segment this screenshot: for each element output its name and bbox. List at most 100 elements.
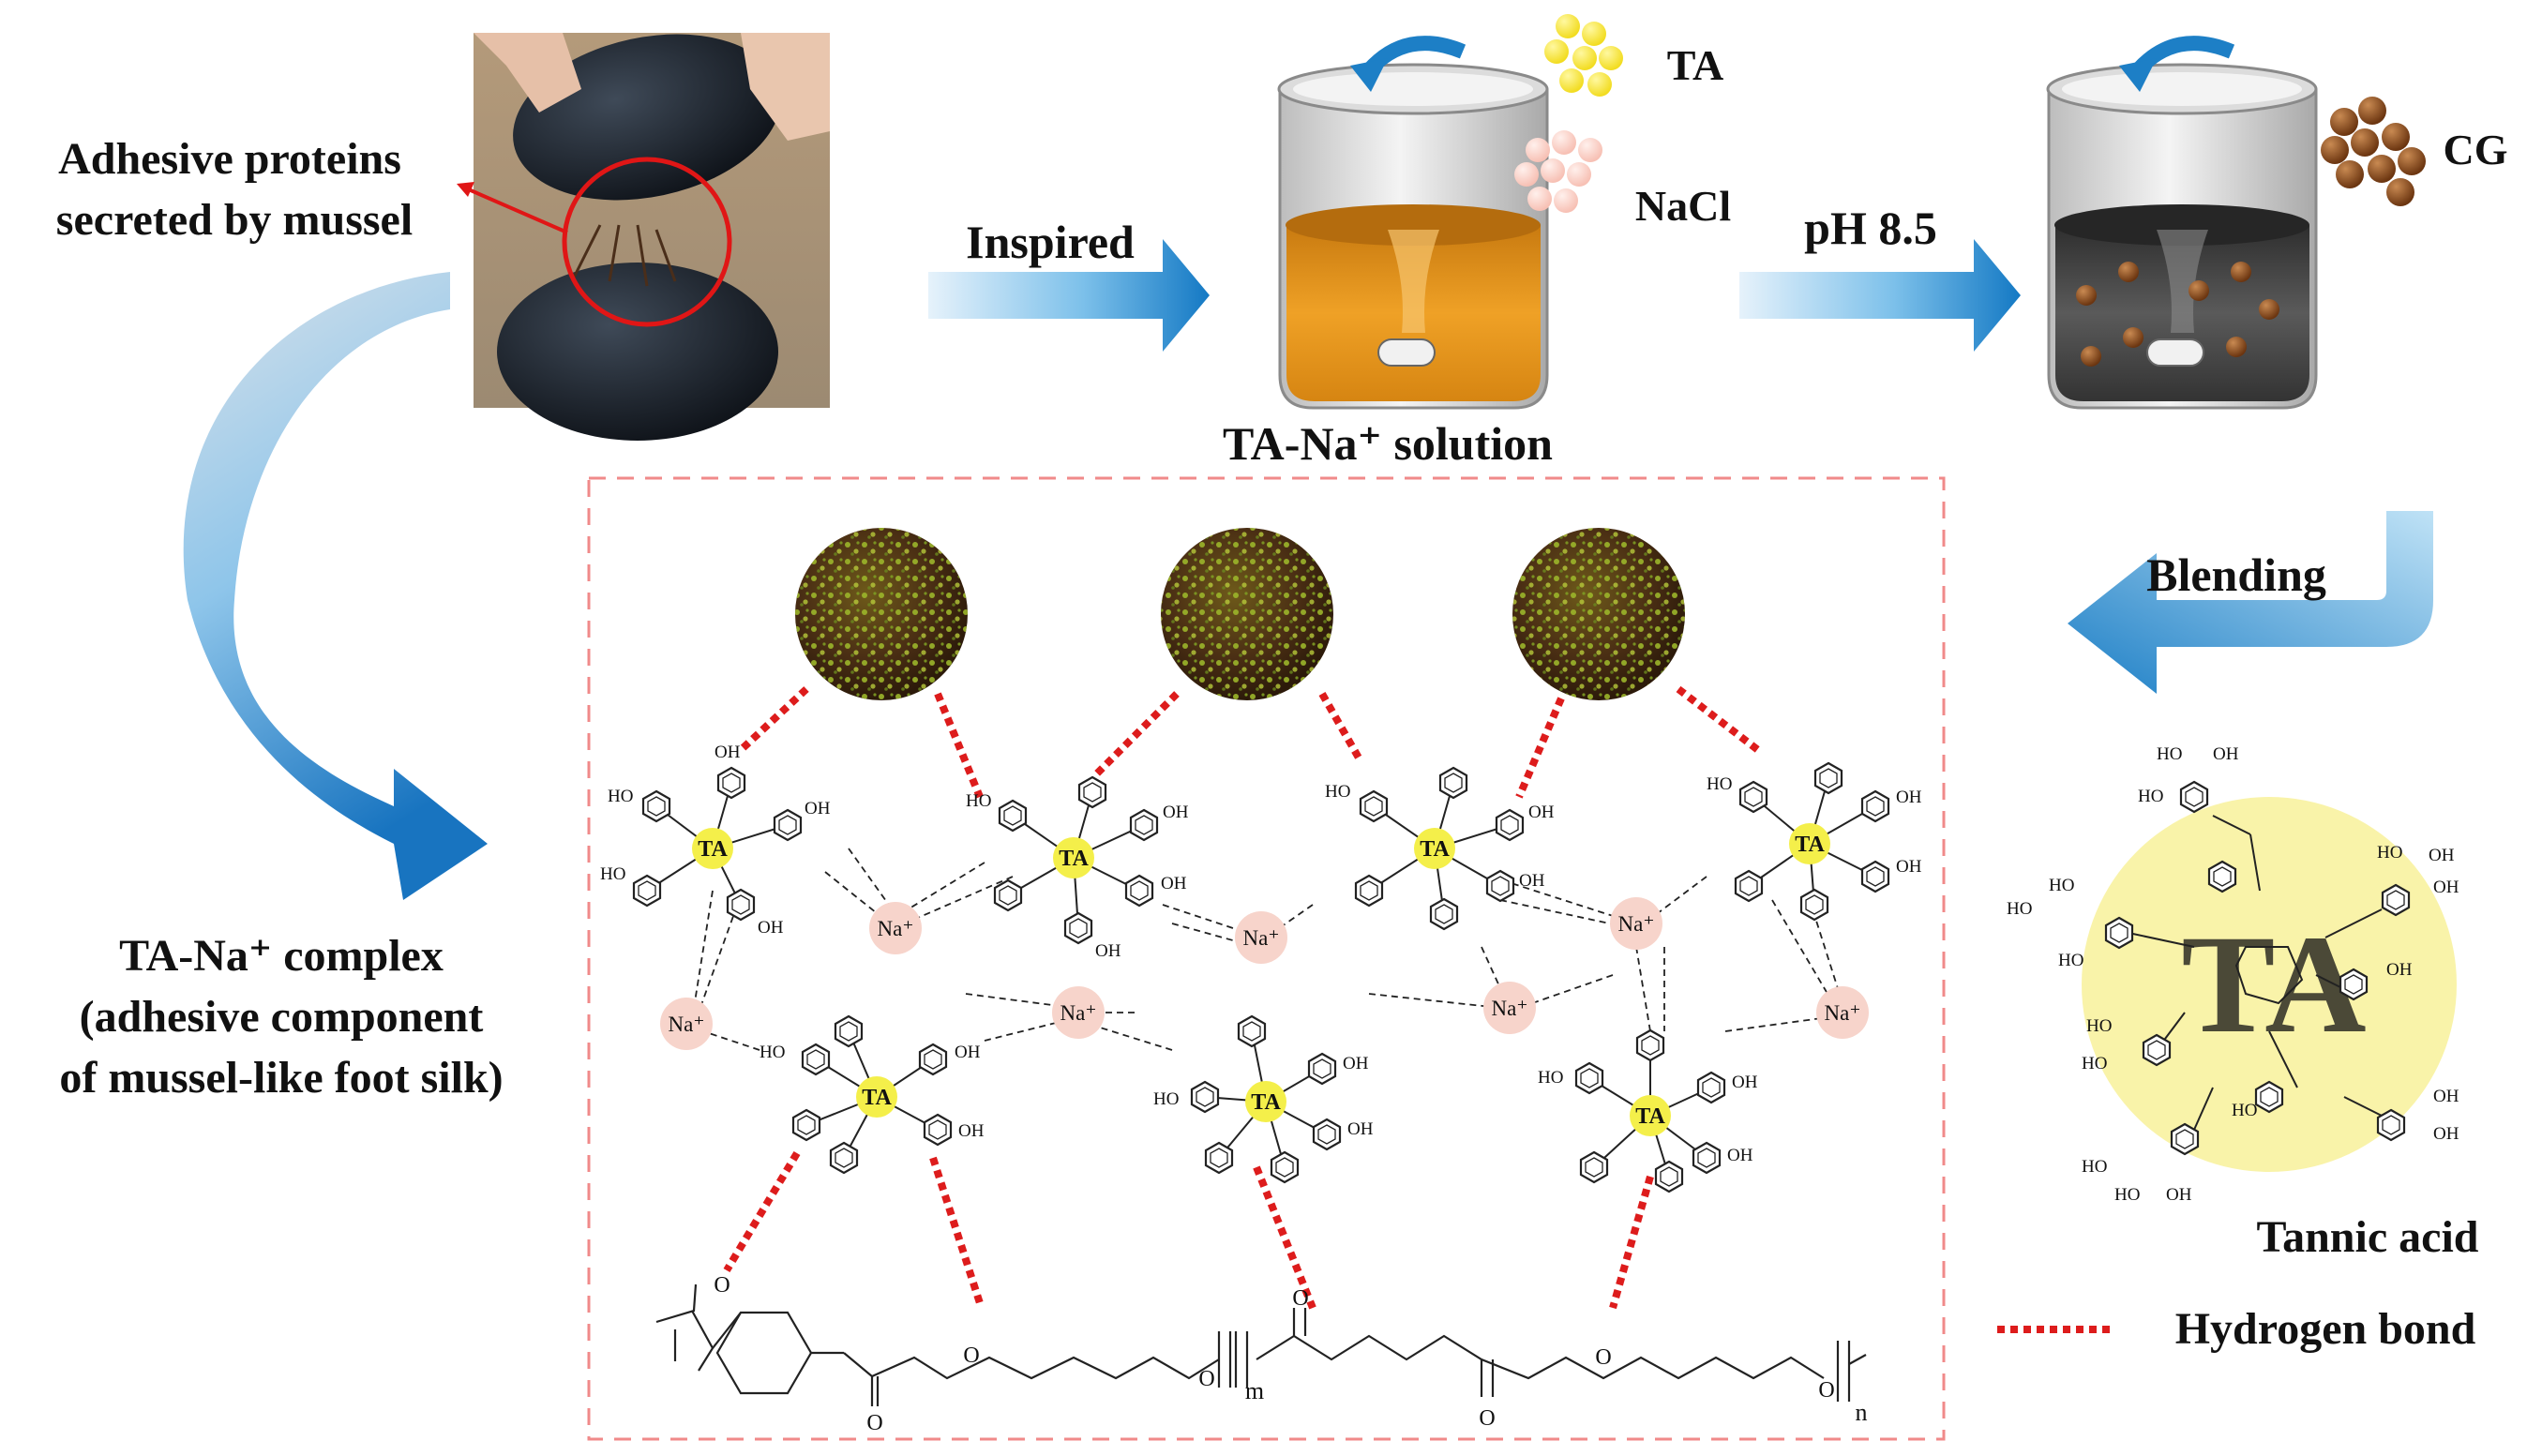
inspired-arrow (928, 239, 1210, 352)
ho-label: HO (1153, 1089, 1179, 1109)
ester-o-label: O (963, 1343, 979, 1368)
oh-label: OH (958, 1121, 985, 1141)
tannic-acid-structure: TA HO OH HO HO HO HO HO (2007, 744, 2459, 1205)
solution-label: TA-Na⁺ solution (1223, 417, 1553, 470)
complex-title: TA-Na⁺ complex (119, 931, 444, 981)
oh-label: OH (955, 1043, 981, 1062)
ho-label: HO (2157, 744, 2182, 764)
ta-reagent-label: TA (1667, 41, 1724, 89)
blending-arrow (2068, 511, 2433, 694)
ph-arrow (1739, 239, 2021, 352)
ho-label: HO (2138, 787, 2163, 806)
ho-label: HO (2377, 843, 2402, 863)
oh-label: OH (1896, 788, 1922, 807)
ho-label: HO (760, 1043, 785, 1062)
ether-o-label: O (1818, 1378, 1834, 1403)
cg-beads (2321, 97, 2426, 206)
nacl-label: NaCl (1635, 182, 1731, 230)
ta-node-label: TA (862, 1086, 892, 1110)
ta-cluster-5: TA (791, 1014, 953, 1175)
ta-node-label: TA (1635, 1104, 1665, 1129)
cg-sphere-2 (1161, 528, 1333, 700)
nacl-beads (1514, 130, 1602, 213)
inspired-label: Inspired (966, 216, 1135, 268)
oh-label: OH (1161, 874, 1187, 893)
na-node-label: Na⁺ (1060, 1001, 1097, 1025)
ho-label: HO (2082, 1054, 2107, 1073)
na-ion-7: Na⁺ (1816, 986, 1869, 1039)
blending-label: Blending (2146, 548, 2326, 601)
na-node-label: Na⁺ (1492, 997, 1528, 1020)
complex-desc-line2: of mussel-like foot silk) (59, 1053, 503, 1103)
ho-label: HO (600, 864, 625, 884)
ta-beads (1544, 14, 1623, 97)
oh-label: OH (2429, 846, 2455, 865)
curved-arrow (183, 272, 488, 900)
carbonyl-o-label: O (714, 1273, 730, 1298)
ta-node-label: TA (1420, 837, 1450, 862)
na-ion-3: Na⁺ (1610, 897, 1662, 950)
oh-label: OH (1519, 871, 1545, 891)
oh-label: OH (1347, 1119, 1374, 1139)
ta-node-label: TA (1795, 833, 1825, 857)
carbonyl-o-label: O (1479, 1406, 1495, 1431)
na-node-label: Na⁺ (1618, 912, 1655, 936)
ta-cluster-7: TA (1574, 1028, 1726, 1193)
oh-label: OH (2213, 744, 2239, 764)
na-node-label: Na⁺ (1825, 1001, 1861, 1025)
na-node-label: Na⁺ (878, 917, 914, 940)
ta-cluster-4: TA (1734, 761, 1890, 922)
oh-label: OH (1163, 803, 1189, 822)
carbonyl-o-label: O (866, 1411, 882, 1435)
ho-label: HO (1538, 1068, 1563, 1088)
ho-label: HO (2058, 951, 2083, 970)
ether-o-label: O (1198, 1367, 1214, 1391)
na-ion-5: Na⁺ (1052, 986, 1105, 1039)
complex-desc-line1: (adhesive component (80, 992, 484, 1042)
ho-label: HO (966, 791, 991, 811)
cg-label: CG (2444, 126, 2508, 173)
oh-label: OH (758, 918, 784, 938)
ta-node-label: TA (1251, 1090, 1281, 1115)
carbonyl-o-label: O (1292, 1286, 1308, 1311)
ho-label: HO (608, 787, 633, 806)
na-ion-6: Na⁺ (1483, 982, 1536, 1034)
mussel-caption-line1: Adhesive proteins (58, 134, 401, 184)
ta-node-label: TA (1059, 847, 1089, 871)
cg-sphere-3 (1512, 528, 1685, 700)
oh-label: OH (805, 799, 831, 818)
beaker-ta-nacl (1277, 36, 1549, 410)
ho-label: HO (2082, 1157, 2107, 1177)
ho-label: HO (2049, 876, 2074, 895)
oh-label: OH (2386, 960, 2413, 980)
na-node-label: Na⁺ (669, 1013, 705, 1036)
oh-label: OH (1528, 803, 1555, 822)
mussel-caption-line2: secreted by mussel (56, 195, 413, 245)
ph-label: pH 8.5 (1804, 202, 1937, 254)
na-ion-1: Na⁺ (869, 902, 922, 954)
oh-label: OH (2166, 1185, 2192, 1205)
oh-label: OH (2433, 1087, 2459, 1106)
ta-node-label: TA (698, 837, 728, 862)
oh-label: OH (1732, 1073, 1758, 1092)
ta-cluster-1: TA (632, 766, 803, 922)
ta-cluster-6: TA (1190, 1014, 1342, 1184)
oh-label: OH (1343, 1054, 1369, 1073)
repeat-n-label: n (1856, 1399, 1868, 1426)
hydroxyl-labels: HO HO OH OH OH HO OH OH OH HO OH OH HO O… (600, 743, 1922, 1165)
ho-label: HO (1707, 774, 1732, 794)
na-ion-4: Na⁺ (660, 998, 713, 1050)
oh-label: OH (1727, 1146, 1753, 1165)
complex-frame (587, 476, 1946, 1441)
ho-label: HO (1325, 782, 1350, 802)
na-node-label: Na⁺ (1243, 926, 1280, 950)
ta-cluster-3: TA (1354, 766, 1525, 931)
ta-cluster-2: TA (993, 775, 1159, 945)
oh-label: OH (714, 743, 741, 762)
oh-label: OH (2433, 878, 2459, 897)
repeat-m-label: m (1245, 1377, 1264, 1404)
ester-o-label: O (1595, 1345, 1611, 1370)
tannic-acid-label: Tannic acid (2257, 1212, 2479, 1262)
oh-label: OH (1896, 857, 1922, 877)
